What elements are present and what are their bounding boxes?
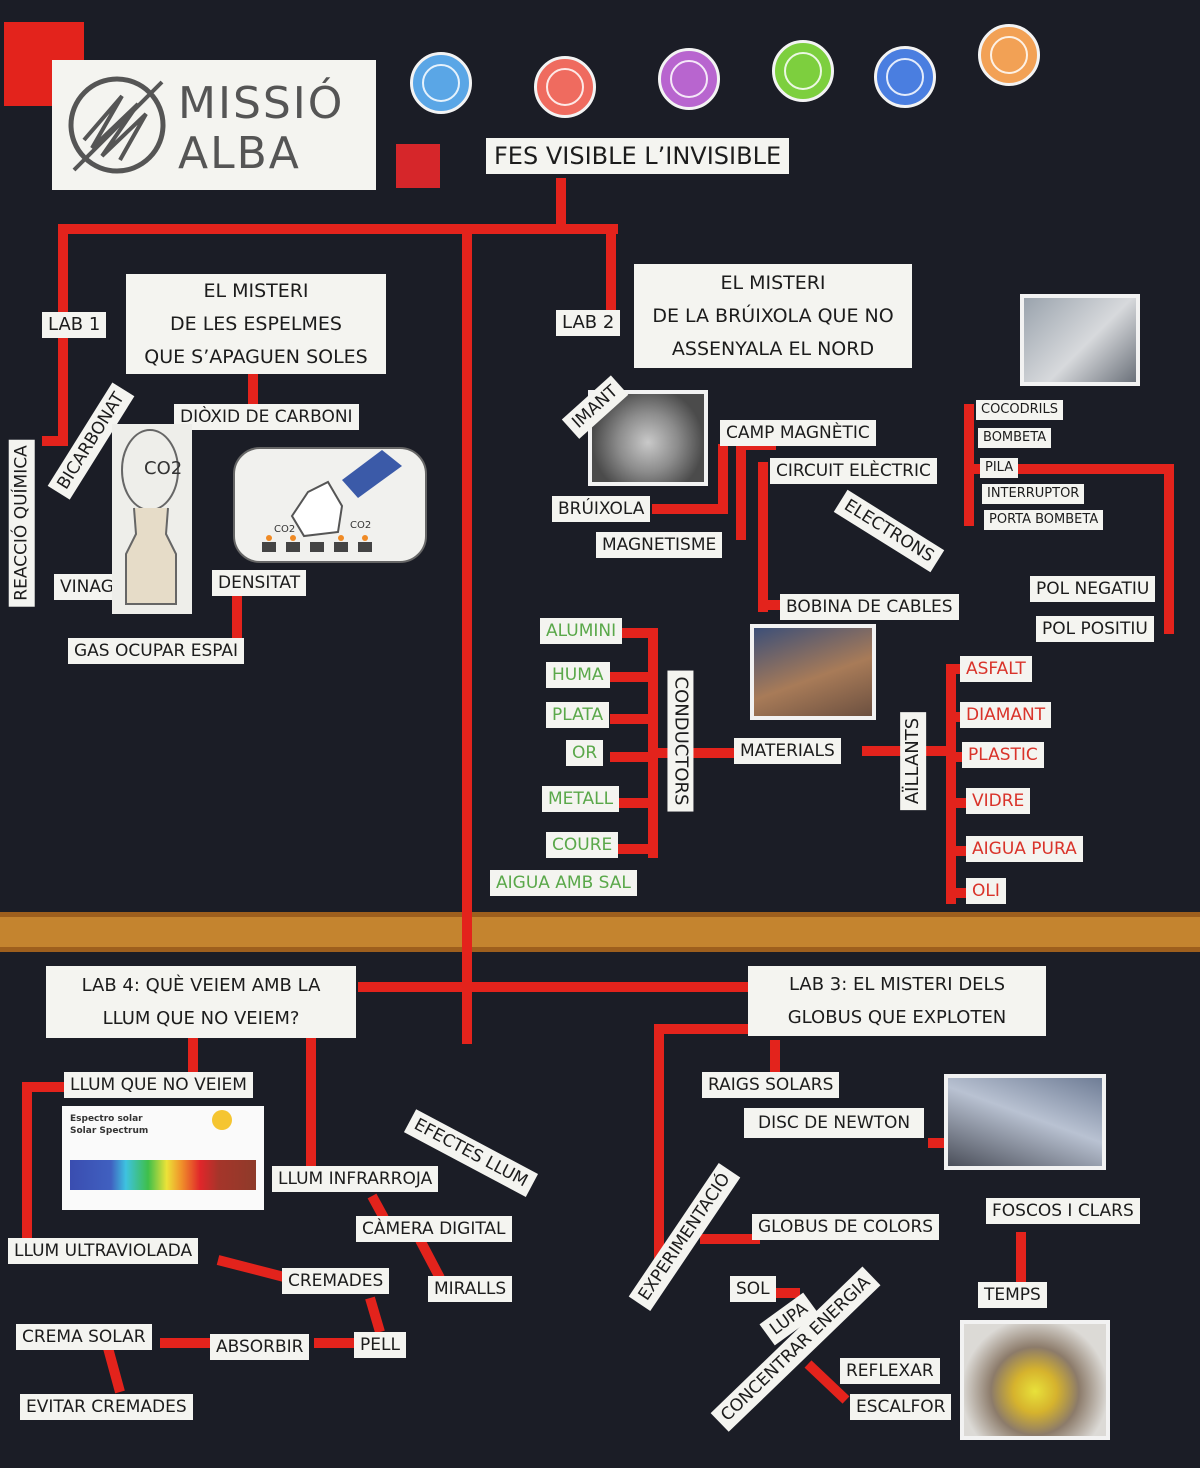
term-llum-que-no-veiem: LLUM QUE NO VEIEM	[64, 1072, 253, 1098]
conductor-item: OR	[566, 740, 604, 766]
term-bobina-cables: BOBINA DE CABLES	[780, 594, 959, 620]
term-cocodrils: COCODRILS	[976, 400, 1063, 420]
logo-circle-icon	[68, 76, 166, 174]
red-sticker	[396, 144, 440, 188]
logo-line1: MISSIÓ	[178, 78, 345, 129]
conductor-item: HUMA	[546, 662, 610, 688]
spectrum-title: Espectro solar	[70, 1114, 143, 1124]
term-pol-positiu: POL POSITIU	[1036, 616, 1154, 642]
lab4-title-line1: LAB 4: QUÈ VEIEM AMB LA	[81, 975, 321, 996]
insulator-item: ASFALT	[960, 656, 1032, 682]
insulator-item: OLI	[966, 878, 1006, 904]
badge-coral-icon	[534, 56, 596, 118]
term-evitar-cremades: EVITAR CREMADES	[20, 1394, 193, 1420]
term-escalfor: ESCALFOR	[850, 1394, 952, 1420]
candles-co2-label-1: CO2	[274, 524, 295, 535]
insulator-item: DIAMANT	[960, 702, 1052, 728]
term-foscos-clars: FOSCOS I CLARS	[986, 1198, 1140, 1224]
lab3-title-line1: LAB 3: EL MISTERI DELS	[788, 974, 1006, 995]
conductor-item: ALUMINI	[540, 618, 623, 644]
conductor-item: METALL	[542, 786, 620, 812]
insulator-item: PLASTIC	[962, 742, 1044, 768]
term-globus-colors: GLOBUS DE COLORS	[752, 1214, 940, 1240]
candles-co2-label-2: CO2	[350, 520, 371, 531]
main-title: FES VISIBLE L’INVISIBLE	[486, 138, 790, 174]
term-llum-ultraviolada: LLUM ULTRAVIOLADA	[8, 1238, 199, 1264]
lab3-title: LAB 3: EL MISTERI DELS GLOBUS QUE EXPLOT…	[748, 966, 1046, 1036]
sun-icon	[212, 1110, 232, 1130]
term-temps: TEMPS	[978, 1282, 1047, 1308]
lab2-title: EL MISTERI DE LA BRÚIXOLA QUE NO ASSENYA…	[634, 264, 912, 368]
spectrum-subtitle: Solar Spectrum	[70, 1126, 149, 1136]
logo-line2: ALBA	[178, 128, 301, 179]
term-magnetisme: MAGNETISME	[596, 532, 723, 558]
term-camera-digital: CÀMERA DIGITAL	[356, 1216, 512, 1242]
term-absorbir: ABSORBIR	[210, 1334, 310, 1360]
term-circuit-electric: CIRCUIT ELÈCTRIC	[770, 458, 937, 484]
term-materials: MATERIALS	[734, 738, 841, 764]
bottle-balloon-drawing: CO2	[112, 424, 192, 614]
lab2-title-line3: ASSENYALA EL NORD	[671, 337, 875, 360]
lab1-tag: LAB 1	[42, 312, 107, 338]
term-interruptor: INTERRUPTOR	[982, 484, 1085, 504]
conductor-item: COURE	[546, 832, 619, 858]
balloon-photo	[960, 1320, 1110, 1440]
newton-disc-photo	[944, 1074, 1106, 1170]
term-crema-solar: CREMA SOLAR	[16, 1324, 152, 1350]
bottle-co2-label: CO2	[144, 458, 182, 479]
term-disc-newton: DISC DE NEWTON	[744, 1108, 925, 1138]
term-raigs-solars: RAIGS SOLARS	[702, 1072, 840, 1098]
lab4-title: LAB 4: QUÈ VEIEM AMB LA LLUM QUE NO VEIE…	[46, 966, 356, 1038]
term-bruixola: BRÚIXOLA	[552, 496, 651, 522]
badge-blue-icon	[410, 52, 472, 114]
lab3-title-line2: GLOBUS QUE EXPLOTEN	[787, 1007, 1007, 1028]
lab2-tag: LAB 2	[556, 310, 621, 336]
term-bombeta: BOMBETA	[978, 428, 1052, 448]
term-cremades: CREMADES	[282, 1268, 390, 1294]
term-miralls: MIRALLS	[428, 1276, 513, 1302]
term-gas-ocupar-espai: GAS OCUPAR ESPAI	[68, 638, 245, 664]
term-llum-infrarroja: LLUM INFRARROJA	[272, 1166, 439, 1192]
lab1-title-line3: QUE S’APAGUEN SOLES	[144, 345, 368, 368]
term-camp-magnetic: CAMP MAGNÈTIC	[720, 420, 876, 446]
term-pol-negatiu: POL NEGATIU	[1030, 576, 1156, 602]
materials-photo	[750, 624, 876, 720]
candles-drawing: CO2 CO2	[233, 447, 427, 563]
term-reaccio-quimica: REACCIÓ QUÍMICA	[8, 439, 35, 607]
badge-purple-icon	[658, 48, 720, 110]
insulator-item: VIDRE	[966, 788, 1031, 814]
conductor-item: AIGUA AMB SAL	[490, 870, 637, 896]
logo-card: MISSIÓ ALBA	[52, 60, 376, 190]
badge-orange-icon	[978, 24, 1040, 86]
term-dioxid-carboni: DIÒXID DE CARBONI	[174, 404, 359, 430]
term-reflexar: REFLEXAR	[840, 1358, 940, 1384]
badge-indigo-icon	[874, 46, 936, 108]
spectrum-bar	[70, 1160, 256, 1190]
lab1-title-line1: EL MISTERI	[203, 279, 309, 302]
badge-green-icon	[772, 40, 834, 102]
term-sol: SOL	[730, 1276, 776, 1302]
insulator-item: AIGUA PURA	[966, 836, 1083, 862]
lab1-title-line2: DE LES ESPELMES	[170, 312, 342, 335]
term-conductors: CONDUCTORS	[667, 670, 694, 812]
term-pell: PELL	[354, 1332, 406, 1358]
spectrum-card: Espectro solar Solar Spectrum	[62, 1106, 264, 1210]
lab4-title-line2: LLUM QUE NO VEIEM?	[102, 1008, 300, 1029]
term-aillants: AÏLLANTS	[900, 711, 927, 811]
conductor-item: PLATA	[546, 702, 610, 728]
term-porta-bombeta: PORTA BOMBETA	[984, 510, 1104, 530]
lab2-title-line2: DE LA BRÚIXOLA QUE NO	[652, 304, 894, 327]
circuit-photo	[1020, 294, 1140, 386]
lab2-title-line1: EL MISTERI	[720, 271, 826, 294]
term-densitat: DENSITAT	[212, 570, 307, 596]
lab1-title: EL MISTERI DE LES ESPELMES QUE S’APAGUEN…	[126, 274, 386, 374]
term-pila: PILA	[980, 458, 1019, 478]
